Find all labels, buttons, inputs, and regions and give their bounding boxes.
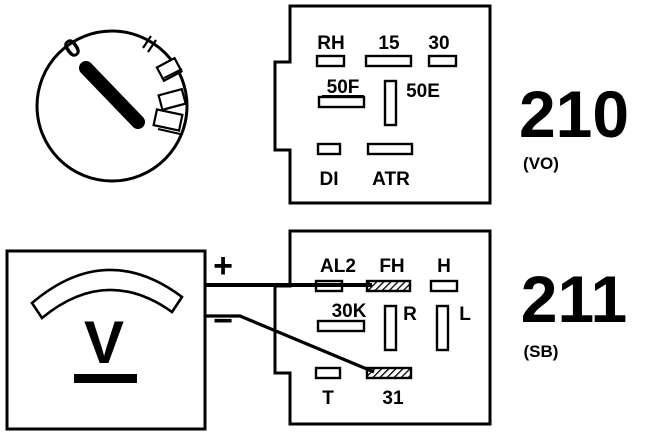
terminal-30k	[316, 319, 366, 333]
terminal-l	[435, 304, 450, 352]
ignition-key-slot	[79, 61, 145, 129]
terminal-15	[364, 54, 413, 68]
terminal-label-atr: ATR	[372, 169, 410, 190]
terminal-label-30k: 30K	[332, 301, 367, 322]
terminal-label-r: R	[403, 304, 417, 325]
ignition-position-marks	[142, 35, 188, 135]
terminal-label-fh: FH	[379, 256, 404, 277]
terminal-label-50e: 50E	[406, 81, 440, 102]
terminal-30	[427, 54, 458, 68]
connector-210-code: (VO)	[523, 154, 559, 173]
voltmeter-plus-sign: +	[213, 247, 233, 285]
terminal-t	[314, 366, 342, 380]
connector-211: AL2 FH H 30K R L T 31	[273, 229, 492, 426]
terminal-di	[316, 142, 342, 156]
terminal-label-h: H	[437, 256, 451, 277]
connector-211-code: (SB)	[524, 342, 559, 361]
terminal-label-30: 30	[428, 33, 449, 54]
ignition-switch: 0	[35, 29, 189, 183]
terminal-31	[365, 366, 413, 380]
negative-test-lead	[205, 314, 375, 374]
terminal-rh	[315, 54, 346, 68]
terminal-50f	[317, 95, 366, 109]
terminal-50e	[383, 79, 398, 127]
voltmeter: V	[5, 249, 207, 431]
terminal-label-di: DI	[320, 169, 339, 190]
terminal-label-t: T	[322, 388, 334, 409]
terminal-label-50f: 50F	[327, 77, 360, 98]
connector-210-number: 210	[519, 77, 629, 151]
voltmeter-minus-sign: −	[213, 302, 233, 340]
connector-210: RH 15 30 50F 50E DI ATR	[273, 4, 492, 205]
ignition-switch-body	[35, 29, 189, 183]
voltmeter-base-bar	[74, 374, 137, 383]
terminal-label-rh: RH	[317, 33, 344, 54]
terminal-label-15: 15	[378, 33, 400, 54]
voltmeter-symbol: V	[84, 309, 124, 376]
terminal-label-al2: AL2	[320, 256, 356, 277]
terminal-label-l: L	[459, 304, 471, 325]
connector-211-number: 211	[521, 262, 627, 336]
terminal-atr	[366, 142, 414, 156]
voltmeter-scale-arc	[30, 268, 184, 320]
terminal-r	[383, 304, 398, 352]
terminal-h	[429, 279, 459, 293]
terminal-fh	[365, 279, 412, 293]
terminal-label-31: 31	[382, 388, 404, 409]
